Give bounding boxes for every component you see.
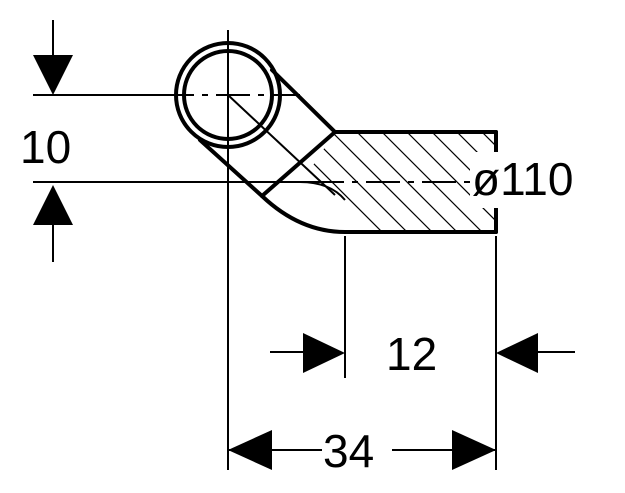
offset-left-arrowhead xyxy=(303,333,345,373)
pipe-joint-line xyxy=(260,130,337,198)
pipe-lower-edge xyxy=(198,138,498,234)
vertical-dimension: 10 xyxy=(20,20,310,262)
vertical-dimension-label: 10 xyxy=(20,121,71,173)
offset-dimension: 12 xyxy=(270,328,575,380)
circle-diagonal-centerline xyxy=(227,94,336,196)
length-dimension-label: 34 xyxy=(323,425,374,477)
upper-arrowhead xyxy=(33,55,73,95)
pipe-circle xyxy=(160,30,336,470)
length-left-arrowhead xyxy=(228,430,272,470)
pipe-upper-edge xyxy=(270,68,498,134)
lower-arrowhead xyxy=(33,185,73,225)
offset-right-arrowhead xyxy=(496,333,538,373)
diameter-label: ø110 xyxy=(472,153,573,205)
pipe-inner-curve xyxy=(299,181,346,201)
length-label-background xyxy=(322,425,392,473)
bent-pipe xyxy=(198,68,498,234)
offset-dimension-label: 12 xyxy=(386,328,437,380)
diameter-label-background xyxy=(470,152,605,208)
length-dimension: 34 xyxy=(228,425,496,477)
length-right-arrowhead xyxy=(452,430,496,470)
